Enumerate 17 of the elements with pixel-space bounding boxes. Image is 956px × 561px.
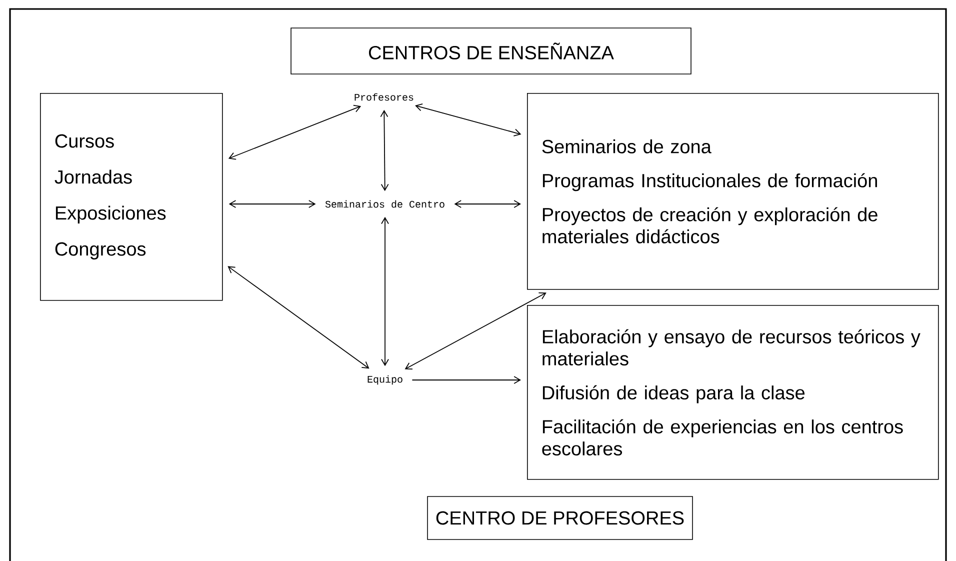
arrow xyxy=(381,216,389,366)
heading-box: CENTROS DE ENSEÑANZA xyxy=(290,28,692,74)
node-label: Equipo xyxy=(368,375,402,385)
arrow xyxy=(228,104,362,160)
heading-box: CENTRO DE PROFESORES xyxy=(427,496,693,540)
list-box: Elaboración y ensayo de recursos teóricos y materiales Difusión de ideas para la clase Facilitación de experiencias en los centros escolares xyxy=(527,305,939,480)
arrow xyxy=(415,103,522,136)
arrow xyxy=(228,266,370,369)
arrow xyxy=(228,200,316,208)
arrow xyxy=(404,292,546,370)
node-label: Profesores xyxy=(354,93,414,101)
list-box: Cursos Jornadas Exposiciones Congresos xyxy=(40,93,223,301)
arrow xyxy=(380,110,389,192)
list-box: Seminarios de zona Programas Institucionales de formación Proyectos de creación y exploración de materiales didácticos xyxy=(527,93,939,290)
node-label: Seminarios de Centro xyxy=(325,200,444,208)
arrow xyxy=(412,376,521,384)
arrow xyxy=(454,200,521,208)
